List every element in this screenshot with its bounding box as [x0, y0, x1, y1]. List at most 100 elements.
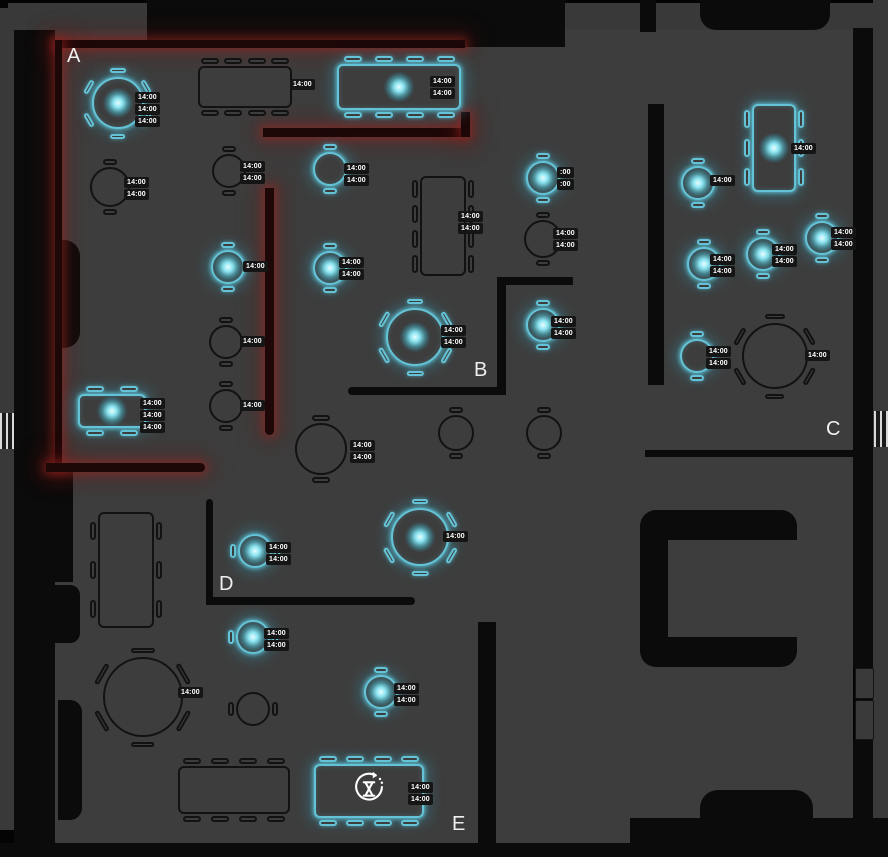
chair [744, 109, 750, 128]
chair [90, 599, 96, 618]
chair [200, 110, 219, 116]
chair [110, 67, 126, 73]
table-b6[interactable] [295, 415, 347, 483]
chair [406, 370, 424, 376]
chair [346, 756, 365, 762]
chair [156, 522, 162, 541]
zone-label-b: B [474, 359, 489, 381]
chair [247, 110, 266, 116]
table-a6[interactable] [211, 242, 245, 292]
table-d2[interactable] [382, 498, 458, 576]
chair [271, 110, 290, 116]
chair [200, 58, 219, 64]
left-door-hatch[interactable] [0, 413, 14, 449]
time-labels-a10: 14:00 [240, 400, 265, 412]
chair [86, 430, 104, 436]
zone-label-c: C [826, 418, 842, 440]
chair [405, 112, 424, 118]
time-labels-d4: 14:00 14:00 [394, 683, 419, 707]
table-b2[interactable] [526, 153, 560, 203]
table-a10[interactable] [209, 381, 243, 431]
chair [103, 159, 117, 165]
zone-a-inner-wall-horizontal [263, 128, 463, 137]
bar-counter-notch [668, 540, 797, 637]
chair [221, 242, 235, 248]
table-a4[interactable] [90, 159, 130, 215]
chair [271, 58, 290, 64]
table-c7[interactable] [733, 313, 817, 399]
table-b8[interactable] [526, 407, 562, 459]
wall-top-right-notch [700, 0, 830, 30]
chair [228, 702, 234, 716]
chair [412, 179, 418, 198]
table-d6[interactable] [94, 647, 192, 747]
right-door-hatch[interactable] [874, 411, 888, 447]
table-b3[interactable] [524, 212, 562, 266]
wall-left-bump [47, 240, 80, 348]
chair [323, 144, 337, 150]
table-d1[interactable] [230, 534, 280, 568]
chair [744, 139, 750, 157]
chair [346, 820, 365, 826]
chair [228, 630, 234, 644]
time-labels-a11: 14:00 14:00 14:00 [140, 398, 165, 434]
table-d4[interactable] [364, 667, 398, 717]
chair [312, 477, 330, 483]
time-labels-b3: 14:00 14:00 [553, 228, 578, 252]
table-d7[interactable] [228, 692, 278, 726]
wall-bottom-right-bump [700, 790, 813, 850]
chair [373, 820, 392, 826]
chair [449, 407, 463, 413]
chair [411, 498, 429, 504]
zone-a-inner-wall-vertical [265, 188, 274, 435]
chair [374, 711, 388, 717]
time-labels-c6: 14:00 14:00 [706, 346, 731, 370]
chair [272, 702, 278, 716]
wall-b-bottom [348, 387, 506, 395]
chair [373, 756, 392, 762]
chair [536, 260, 550, 266]
table-d5[interactable] [90, 512, 162, 628]
chair [90, 522, 96, 541]
table-b7[interactable] [438, 407, 474, 459]
table-e1[interactable] [314, 756, 424, 826]
table-c2[interactable] [681, 158, 715, 208]
time-labels-a1: 14:00 14:00 14:00 [135, 92, 160, 128]
chair [374, 667, 388, 673]
chair [412, 204, 418, 223]
table-d8[interactable] [178, 758, 290, 822]
chair [537, 453, 551, 459]
table-a8[interactable] [313, 144, 347, 194]
zone-label-d: D [219, 573, 235, 595]
table-a3[interactable] [337, 56, 461, 118]
table-a11[interactable] [78, 386, 146, 436]
chair [222, 190, 236, 196]
chair [224, 110, 243, 116]
chair [537, 407, 551, 413]
chair [756, 273, 770, 279]
chair [120, 430, 138, 436]
time-labels-b5: 14:00 14:00 [551, 316, 576, 340]
table-b4[interactable] [377, 298, 453, 376]
table-c1[interactable] [744, 104, 804, 192]
chair [219, 361, 233, 367]
table-a2[interactable] [198, 58, 292, 116]
wall-d-vertical [206, 499, 213, 603]
time-labels-a5: 14:00 14:00 [240, 161, 265, 185]
time-labels-d2: 14:00 [443, 531, 468, 543]
table-a9[interactable] [209, 317, 243, 367]
zone-a-border-left [55, 40, 62, 470]
time-labels-a7: 14:00 14:00 [339, 257, 364, 281]
wall-left-pillar-1 [55, 585, 80, 643]
time-labels-a4: 14:00 14:00 [124, 177, 149, 201]
chair [412, 229, 418, 248]
time-labels-b4: 14:00 14:00 [441, 325, 466, 349]
chair [815, 213, 829, 219]
chair [323, 188, 337, 194]
right-door-panel-2 [855, 700, 874, 740]
chair [247, 58, 266, 64]
time-labels-a3: 14:00 14:00 [430, 76, 455, 100]
chair [468, 254, 474, 273]
chair [436, 112, 455, 118]
